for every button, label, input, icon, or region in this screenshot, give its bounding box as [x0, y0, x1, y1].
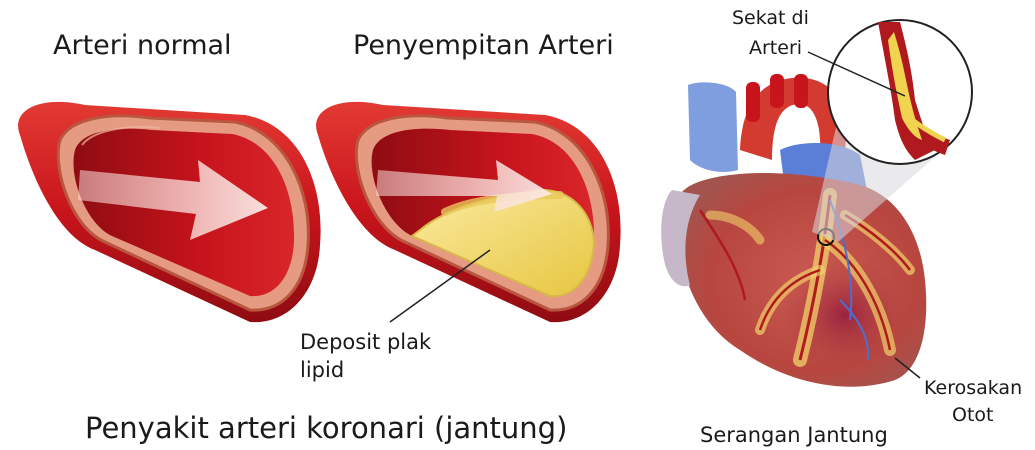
narrowing-artery-title: Penyempitan Arteri [353, 30, 614, 61]
normal-artery-illustration [18, 102, 321, 322]
heart-illustration [661, 20, 972, 387]
blockage-annotation-line1: Sekat di [732, 8, 809, 30]
damage-annotation-line1: Kerosakan [924, 378, 1022, 400]
vena-cava [688, 82, 738, 172]
main-caption: Penyakit arteri koronari (jantung) [85, 412, 567, 445]
damage-annotation-line2: Otot [952, 405, 993, 427]
heart-caption: Serangan Jantung [700, 423, 888, 447]
narrowed-artery-illustration [316, 102, 621, 322]
plaque-annotation-line2: lipid [300, 358, 344, 382]
normal-artery-title: Arteri normal [53, 30, 232, 61]
plaque-annotation-line1: Deposit plak [300, 330, 431, 354]
blockage-annotation-line2: Arteri [749, 38, 802, 60]
